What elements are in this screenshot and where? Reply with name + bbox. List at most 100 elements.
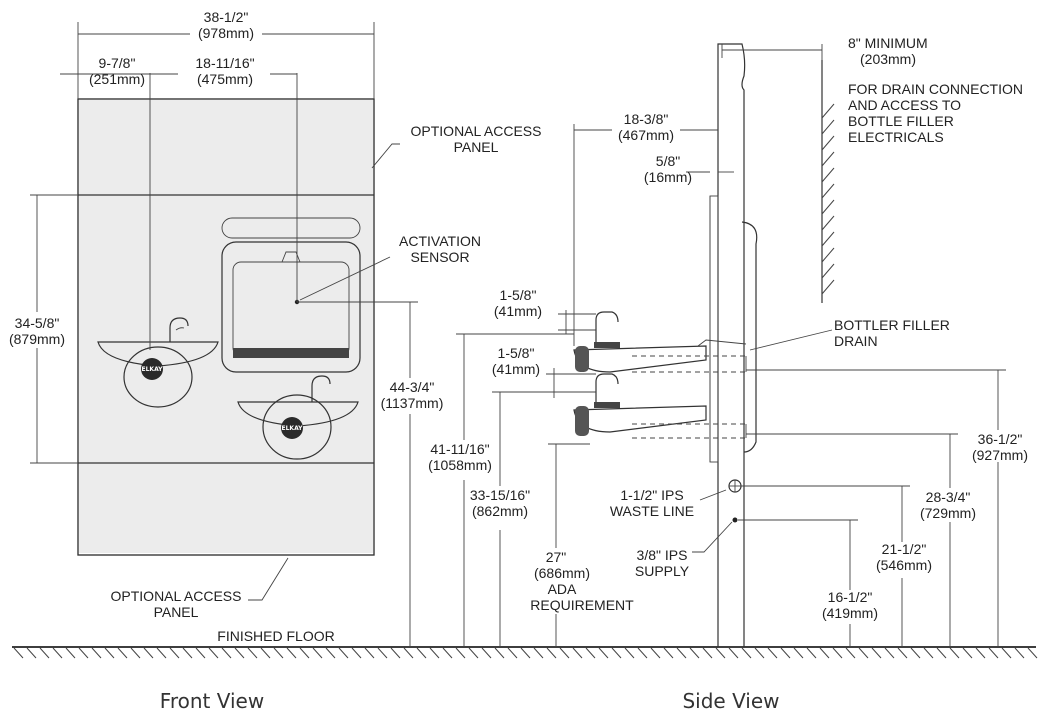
drain-note-3: BOTTLE FILLER [848, 113, 954, 129]
floor-hatch-mark [806, 647, 817, 659]
wall-hatch-mark [821, 119, 835, 135]
activation-sensor-label-1: ACTIVATION [399, 233, 481, 249]
floor-hatch-mark [585, 647, 596, 659]
floor-hatch-mark [754, 647, 765, 659]
dim-left-offset-mm: (251mm) [89, 71, 145, 87]
rear-housing [741, 221, 758, 453]
ada-requirement: REQUIREMENT [530, 597, 634, 613]
ada-dim-mm: (686mm) [534, 565, 590, 581]
floor-hatch-mark [442, 647, 453, 659]
bottle-filler-display [221, 217, 361, 239]
side-upper-fountain [573, 311, 747, 373]
front-panel-fill [79, 100, 373, 553]
wall-hatch-mark [821, 279, 835, 295]
floor-hatch-mark [988, 647, 999, 659]
wall-hatch-mark [821, 135, 835, 151]
wall-hatch-mark [821, 199, 835, 215]
floor-hatch-mark [507, 647, 518, 659]
floor-hatch-mark [819, 647, 830, 659]
wall-hatch [821, 103, 835, 295]
dim-panel-height-in: 34-5/8" [15, 315, 60, 331]
supply-label-1: 3/8" IPS [637, 547, 688, 563]
drain-note-2: AND ACCESS TO [848, 97, 961, 113]
svg-text:ELKAY: ELKAY [142, 366, 164, 373]
dim-wall-gap-mm: (16mm) [644, 169, 692, 185]
dim-panel-height-mm: (879mm) [9, 331, 65, 347]
dim-projection-mm: (467mm) [618, 127, 674, 143]
floor-hatch-mark [741, 647, 752, 659]
drain-note-1: FOR DRAIN CONNECTION [848, 81, 1023, 97]
floor-hatch-mark [871, 647, 882, 659]
side-view-caption: Side View [682, 689, 779, 713]
floor-hatch-mark [325, 647, 336, 659]
floor-hatch-mark [1027, 647, 1038, 659]
front-view: ELKAY ELKAY 38-1/2" (978mm) 9-7/8" (251m… [9, 9, 541, 713]
wall-hatch-mark [821, 247, 835, 263]
floor-hatch-mark [156, 647, 167, 659]
floor-hatch-mark [26, 647, 37, 659]
dim-overall-width-mm: (978mm) [198, 25, 254, 41]
floor-hatch-mark [728, 647, 739, 659]
floor-hatch-mark [533, 647, 544, 659]
lower-fountain: ELKAY [237, 375, 359, 460]
dim-projection-in: 18-3/8" [624, 111, 669, 127]
dim-wall-clearance-mm: (203mm) [860, 51, 916, 67]
floor-hatch-mark [897, 647, 908, 659]
dim-lower-drain-in: 28-3/4" [926, 489, 971, 505]
floor-hatch-mark [299, 647, 310, 659]
floor-hatch-mark [559, 647, 570, 659]
dim-upper-bubbler-mm: (41mm) [494, 303, 542, 319]
floor-hatch-mark [650, 647, 661, 659]
dim-lower-bubbler-in: 1-5/8" [498, 345, 535, 361]
optional-panel-top-label-1: OPTIONAL ACCESS [411, 123, 542, 139]
floor-hatch-mark [910, 647, 921, 659]
floor-hatch-mark [1001, 647, 1012, 659]
bottle-filler-nozzle [281, 251, 301, 263]
floor-hatch-mark [91, 647, 102, 659]
supply-symbol [732, 517, 738, 523]
floor-hatch-mark [182, 647, 193, 659]
floor-hatch-mark [767, 647, 778, 659]
floor-hatch-mark [455, 647, 466, 659]
floor-hatch-mark [273, 647, 284, 659]
floor-hatch-mark [104, 647, 115, 659]
front-view-caption: Front View [160, 689, 264, 713]
floor-hatch-mark [52, 647, 63, 659]
floor-hatch-mark [624, 647, 635, 659]
floor-hatch-mark [546, 647, 557, 659]
floor-hatch-mark [221, 647, 232, 659]
wall-hatch-mark [821, 103, 835, 119]
floor-hatch-mark [39, 647, 50, 659]
floor-hatch-mark [494, 647, 505, 659]
ada-label: ADA [548, 581, 577, 597]
wall-hatch-mark [821, 231, 835, 247]
floor-hatch-mark [468, 647, 479, 659]
floor-hatch-mark [884, 647, 895, 659]
dim-center-offset-mm: (475mm) [197, 71, 253, 87]
svg-text:ELKAY: ELKAY [282, 425, 304, 432]
bottle-filler-drain-grate [233, 348, 349, 358]
floor-hatch-mark [78, 647, 89, 659]
floor-hatch-mark [858, 647, 869, 659]
floor-hatch-mark [286, 647, 297, 659]
drain-note-4: ELECTRICALS [848, 129, 944, 145]
supply-label-2: SUPPLY [635, 563, 690, 579]
wall-hatch-mark [821, 183, 835, 199]
dim-upper-drain-mm: (927mm) [972, 447, 1028, 463]
floor-hatch-mark [13, 647, 24, 659]
floor-hatch-mark [936, 647, 947, 659]
floor-hatch-mark [351, 647, 362, 659]
floor-hatch-mark [520, 647, 531, 659]
floor-hatch-mark [780, 647, 791, 659]
elkay-logo-upper [141, 358, 163, 380]
bottle-filler-housing [221, 241, 361, 373]
floor-hatch-mark [208, 647, 219, 659]
wall-hatch-mark [821, 167, 835, 183]
floor-hatch-mark [715, 647, 726, 659]
floor-hatch-mark [845, 647, 856, 659]
dim-lower-drain-mm: (729mm) [920, 505, 976, 521]
floor-hatch-mark [793, 647, 804, 659]
floor-hatch-mark [364, 647, 375, 659]
optional-panel-top-label-2: PANEL [454, 139, 499, 155]
waste-line-label-1: 1-1/2" IPS [620, 487, 683, 503]
